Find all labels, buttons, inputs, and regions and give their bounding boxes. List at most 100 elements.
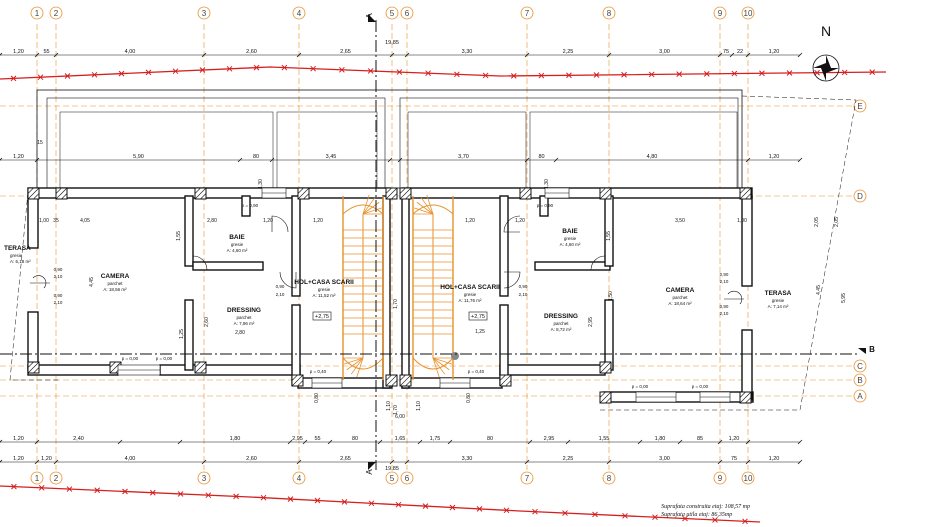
room-floor: parchet [672, 295, 688, 300]
room-floor: gresie [10, 253, 23, 258]
redline-cross [712, 517, 718, 523]
column-hatch [27, 361, 40, 374]
room-area: A: 8,72 m² [551, 327, 572, 332]
axis-bubble [853, 99, 867, 113]
dim-label: 1,20 [769, 154, 780, 160]
dim-label: 1,20 [313, 218, 323, 224]
wall [382, 195, 391, 389]
dim-tick [606, 52, 612, 58]
dim-label: 1,20 [13, 49, 24, 55]
dim-tick [524, 459, 530, 465]
stair-winder [362, 207, 383, 215]
dim-label: 80 [253, 154, 259, 160]
dim-tick [327, 439, 333, 445]
dim-tick [201, 459, 207, 465]
redline-cross [281, 64, 288, 71]
door-label: 2,10 [519, 292, 528, 297]
dim-label: 2,95 [544, 436, 555, 442]
sill-label: p = 0,90 [242, 203, 259, 208]
redline-cross [145, 69, 152, 76]
column-hatch [297, 187, 310, 200]
dim-tick [177, 439, 183, 445]
axis-label: 3 [202, 9, 207, 18]
stair-newel [451, 352, 459, 360]
redline-cross [260, 494, 267, 501]
dim-tick [637, 439, 643, 445]
property-line-bottom [0, 485, 761, 523]
dim-tick [745, 439, 751, 445]
redline-cross [538, 72, 545, 79]
dim-label: 2,25 [563, 49, 574, 55]
redline-cross [314, 497, 321, 504]
redline-cross [177, 491, 184, 497]
dim-tick [387, 157, 393, 163]
dim-tick [565, 439, 571, 445]
axis-bubble [197, 6, 211, 20]
dim-label: 1,10 [416, 401, 422, 411]
dim-tick [527, 439, 533, 445]
door-label: 2,10 [54, 300, 63, 305]
axis-label: 2 [54, 9, 59, 18]
dim-label: 3,30 [462, 49, 473, 55]
dim-label: 5,90 [133, 154, 144, 160]
dim-tick [404, 52, 410, 58]
dim-label: 2,95 [588, 317, 594, 327]
dim-label: 15 [37, 140, 43, 146]
redline-cross [622, 512, 628, 519]
dim-tick [302, 439, 308, 445]
dim-label: 1,25 [475, 329, 485, 335]
dim-tick [417, 439, 423, 445]
axis-bubble [741, 6, 755, 20]
dim-label: 1,70 [393, 405, 399, 415]
dim-tick [717, 439, 723, 445]
redline-cross [66, 486, 73, 492]
stair-stringer [412, 196, 454, 380]
wall [401, 187, 753, 199]
level-box [468, 311, 488, 321]
wall [159, 364, 301, 376]
dim-tick [677, 439, 683, 445]
axis-bubble [30, 471, 44, 485]
redline-cross [454, 71, 460, 78]
redline-cross [841, 69, 848, 76]
dim-label: 1,10 [386, 401, 392, 411]
dim-label: 3,00 [659, 49, 670, 55]
column-hatch [399, 374, 412, 387]
stair-winder [350, 357, 364, 375]
redline-cross [648, 71, 655, 78]
axis-bubble [853, 389, 867, 403]
wall [27, 195, 39, 249]
axis-bubble [713, 6, 727, 20]
redline-cross [233, 493, 239, 500]
dim-label: 4,45 [89, 277, 95, 287]
dim-tick [53, 459, 59, 465]
room-name: DRESSING [544, 313, 578, 320]
section-mark-a: A [365, 13, 374, 19]
sill-label: p = 0,90 [537, 203, 554, 208]
dim-label: 1,50 [608, 291, 614, 301]
eave-outline [36, 89, 743, 189]
sill-label: p = 0,40 [468, 369, 485, 374]
redline-cross [562, 510, 568, 516]
stair-winder [346, 357, 364, 371]
redline-cross [310, 65, 316, 72]
dim-total-top: 19,85 [385, 40, 399, 46]
wall [604, 195, 614, 267]
wall [741, 329, 753, 401]
dim-tick [237, 157, 243, 163]
room-floor: parchet [107, 281, 123, 286]
dim-label: 2,80 [235, 330, 245, 336]
axis-bubble [713, 471, 727, 485]
dim-tick [447, 439, 453, 445]
axis-bubble [853, 373, 867, 387]
dim-tick [287, 439, 293, 445]
axis-label: 3 [202, 474, 207, 483]
dim-label: 2,05 [814, 217, 820, 227]
stair-winder [432, 357, 440, 378]
axis-bubble [30, 6, 44, 20]
dim-label: 1,00 [39, 218, 49, 224]
door-label: 2,10 [720, 279, 729, 284]
dim-label: 55 [43, 49, 49, 55]
redline-cross [91, 71, 98, 78]
